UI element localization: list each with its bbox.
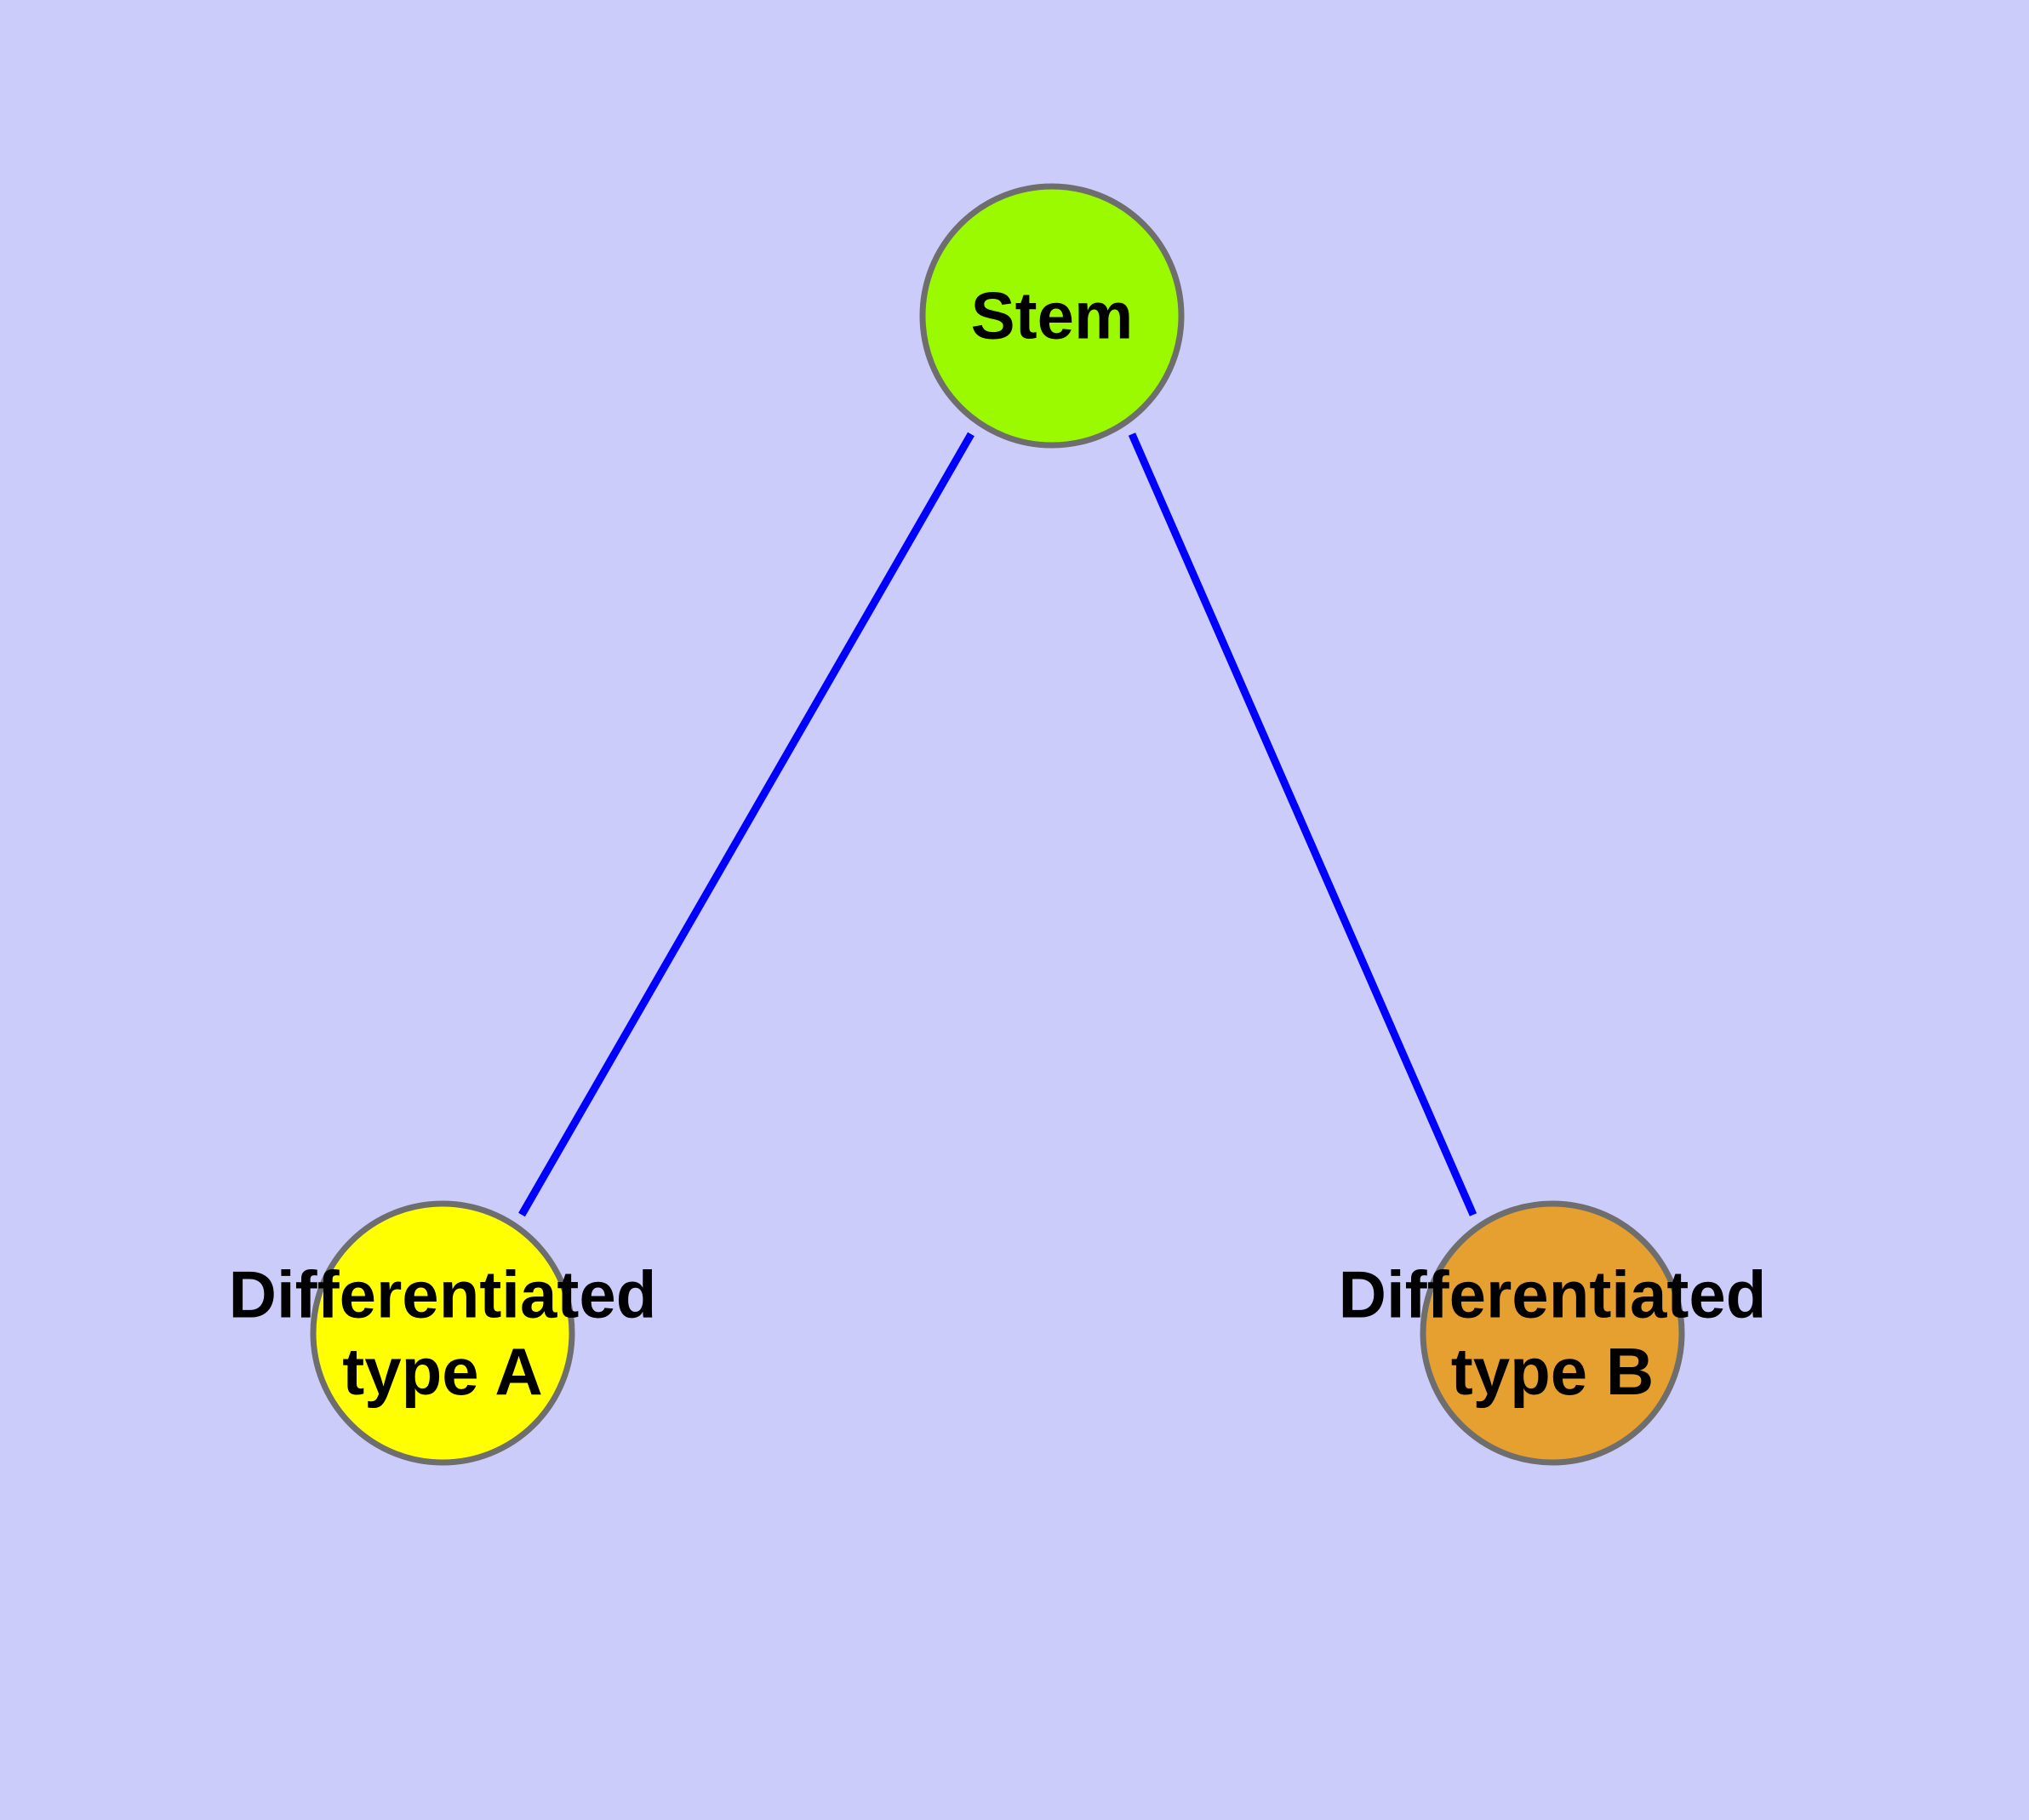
nodes-layer bbox=[310, 183, 1685, 1466]
node-diff-b[interactable] bbox=[1420, 1200, 1685, 1466]
node-label-line: Stem bbox=[971, 278, 1134, 353]
edge-stem-to-a[interactable] bbox=[518, 432, 974, 1217]
edges-layer bbox=[518, 432, 1477, 1217]
node-label-stem: Stem bbox=[971, 278, 1134, 353]
node-label-line: Differentiated bbox=[1339, 1256, 1767, 1331]
node-label-line: type B bbox=[1451, 1334, 1654, 1409]
node-stem[interactable] bbox=[919, 183, 1185, 449]
node-diff-a[interactable] bbox=[310, 1200, 575, 1466]
edge-stem-to-b[interactable] bbox=[1128, 432, 1477, 1216]
node-label-line: Differentiated bbox=[229, 1256, 657, 1331]
node-label-line: type A bbox=[342, 1334, 543, 1409]
